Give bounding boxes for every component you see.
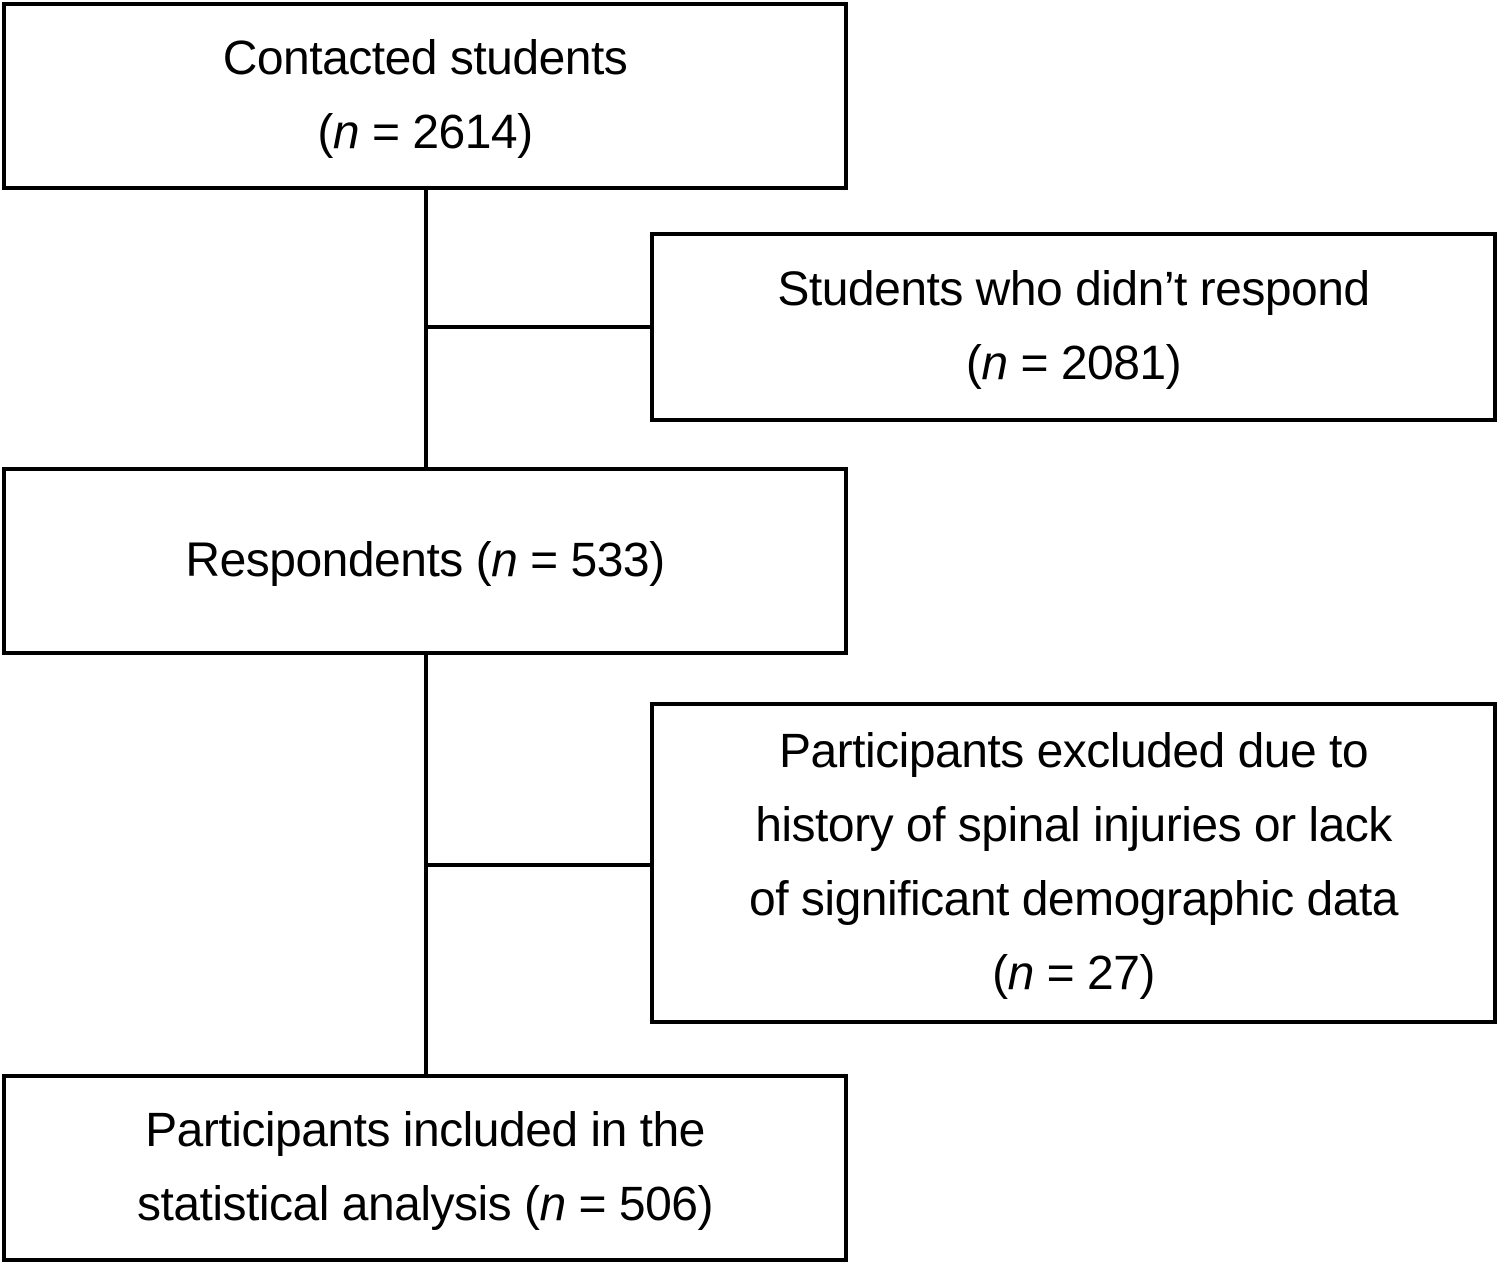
flow-box-text-line: Students who didn’t respond: [777, 253, 1370, 327]
italic-n-symbol: n: [491, 534, 518, 587]
flow-box-text-line: Participants excluded due to: [778, 715, 1369, 789]
text-segment: history of spinal injuries or lack: [755, 799, 1392, 852]
text-segment: (: [965, 337, 982, 390]
italic-n-symbol: n: [332, 106, 360, 159]
flow-box-text-line: (n = 27): [992, 937, 1155, 1011]
text-segment: Participants included in the: [145, 1104, 705, 1157]
flow-box-text-line: of significant demographic data: [749, 863, 1398, 937]
text-segment: Students who didn’t respond: [777, 263, 1370, 316]
text-segment: (: [317, 106, 333, 159]
text-segment: = 2614): [359, 106, 533, 159]
flow-box-text-line: statistical analysis (n = 506): [137, 1168, 713, 1242]
flow-box-text-line: (n = 2614): [317, 96, 533, 170]
connector-branch-to-excluded: [426, 863, 652, 867]
flow-box-text-line: history of spinal injuries or lack: [755, 789, 1392, 863]
text-segment: = 27): [1033, 947, 1156, 1000]
italic-n-symbol: n: [1007, 947, 1035, 1000]
text-segment: of significant demographic data: [749, 873, 1398, 926]
text-segment: = 2081): [1007, 337, 1182, 390]
flow-box-respondents: Respondents (n = 533): [2, 467, 848, 655]
flow-box-text-line: (n = 2081): [965, 327, 1182, 401]
flow-box-text-line: Participants included in the: [145, 1094, 705, 1168]
text-segment: Contacted students: [222, 32, 628, 85]
italic-n-symbol: n: [981, 337, 1008, 390]
text-segment: = 506): [565, 1178, 714, 1231]
text-segment: = 533): [517, 534, 665, 587]
text-segment: Respondents (: [185, 534, 492, 587]
text-segment: statistical analysis (: [137, 1178, 540, 1231]
flow-box-students-no-response: Students who didn’t respond (n = 2081): [650, 232, 1497, 422]
flow-box-contacted-students: Contacted students (n = 2614): [2, 2, 848, 190]
flow-box-text-line: Contacted students: [223, 22, 628, 96]
italic-n-symbol: n: [539, 1178, 566, 1231]
flow-box-text-line: Respondents (n = 533): [185, 524, 665, 598]
flow-box-participants-included: Participants included in the statistical…: [2, 1074, 848, 1262]
text-segment: Participants excluded due to: [778, 725, 1369, 778]
connector-vertical-contacted-to-respondents: [424, 190, 428, 468]
flow-box-participants-excluded: Participants excluded due to history of …: [650, 702, 1497, 1024]
text-segment: (: [992, 947, 1008, 1000]
connector-branch-to-no-response: [426, 325, 652, 329]
